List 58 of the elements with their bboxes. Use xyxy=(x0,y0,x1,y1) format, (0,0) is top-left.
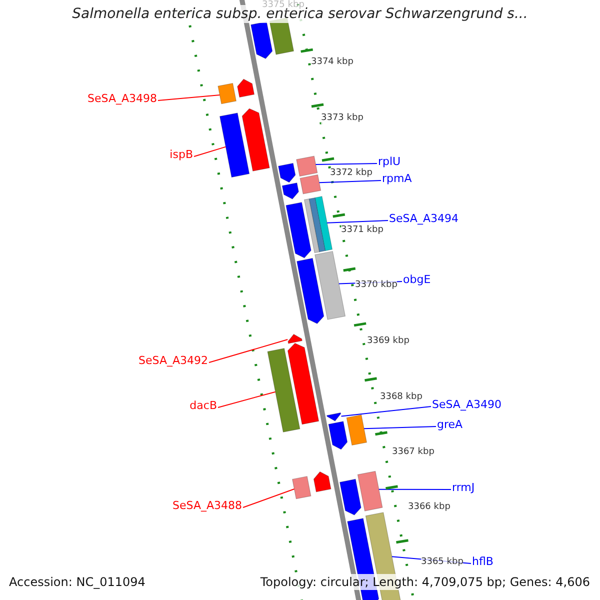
gene-block xyxy=(242,108,270,172)
gene-block xyxy=(218,82,237,104)
gene-block xyxy=(250,21,273,59)
gene-label: rpmA xyxy=(382,172,412,185)
gene-block xyxy=(219,112,250,178)
gene-label: rrmJ xyxy=(452,481,475,494)
gene-label: SeSA_A3492 xyxy=(138,354,208,367)
leader-line xyxy=(242,488,295,508)
gene-label: ispB xyxy=(170,148,193,161)
gene-block xyxy=(292,476,312,500)
leader-line xyxy=(326,220,388,224)
gene-block xyxy=(313,471,332,492)
gene-block xyxy=(357,470,383,512)
gene-block xyxy=(286,202,312,258)
scale-label: 3374 kbp xyxy=(311,57,354,68)
gene-block xyxy=(308,197,326,252)
accession-text: Accession: NC_011094 xyxy=(7,574,148,590)
gene-label: hflB xyxy=(472,555,494,568)
gene-block xyxy=(287,342,320,425)
gene-block xyxy=(304,198,320,254)
gene-label: SeSA_A3494 xyxy=(389,212,458,225)
gene-block xyxy=(314,250,346,320)
scale-label: 3372 kbp xyxy=(330,168,372,179)
gene-label: greA xyxy=(437,418,463,431)
scale-label: 3367 kbp xyxy=(392,447,434,458)
gene-block xyxy=(346,414,368,446)
leader-line xyxy=(315,163,378,165)
gene-label: SeSA_A3490 xyxy=(432,398,502,411)
gene-label: rplU xyxy=(378,155,401,168)
gene-label: dacB xyxy=(190,399,217,412)
leader-line xyxy=(218,391,276,408)
scale-label: 3366 kbp xyxy=(408,502,450,513)
gene-block xyxy=(339,478,362,516)
gene-block xyxy=(282,182,299,200)
gene-block xyxy=(267,348,300,432)
scale-label: 3365 kbp xyxy=(421,557,464,568)
leader-line xyxy=(194,146,226,157)
scale-label: 3373 kbp xyxy=(321,113,364,124)
leader-line xyxy=(158,94,220,101)
gene-label: SeSA_A3488 xyxy=(172,499,242,512)
gene-block xyxy=(314,196,333,252)
scale-label: 3371 kbp xyxy=(341,225,384,236)
leader-line xyxy=(340,406,432,417)
gene-block xyxy=(237,78,255,98)
leader-line xyxy=(378,488,452,490)
gene-label: obgE xyxy=(403,273,431,286)
leader-line xyxy=(208,339,288,363)
gene-block xyxy=(278,162,296,183)
scale-label: 3370 kbp xyxy=(355,280,398,291)
gene-label: SeSA_A3498 xyxy=(88,92,157,105)
leader-line xyxy=(318,180,382,184)
scale-label: 3369 kbp xyxy=(367,336,410,347)
leader-line xyxy=(364,426,436,430)
gene-block xyxy=(296,258,324,324)
genome-info-text: Topology: circular; Length: 4,709,075 bp; Genes: 4,606 xyxy=(258,574,592,590)
scale-label: 3368 kbp xyxy=(380,392,422,403)
gene-block xyxy=(296,156,318,177)
gene-block xyxy=(300,174,322,194)
